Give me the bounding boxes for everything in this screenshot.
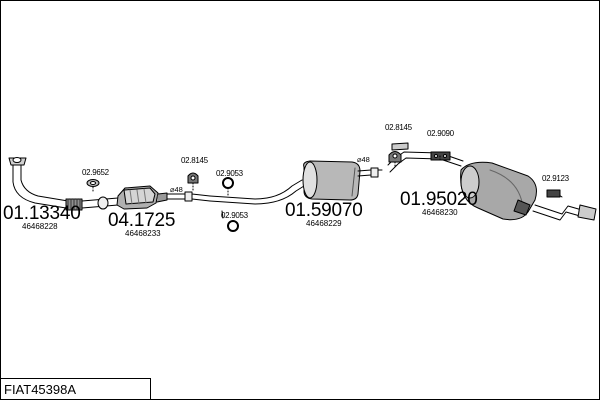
accessory-label: 02.9123 [542, 174, 569, 183]
part-number: 01.13340 [3, 203, 81, 224]
hanger-b-shape [388, 151, 402, 163]
clamp-a-shape [222, 177, 234, 189]
part-reference: 46468228 [22, 222, 58, 231]
part-number: 01.59070 [285, 200, 363, 221]
accessory-label: 02.9053 [221, 211, 248, 220]
accessory-label: 02.8145 [181, 156, 208, 165]
hanger-a-shape [187, 172, 199, 184]
diameter-label: ⌀48 [170, 185, 183, 194]
part-number: 01.95020 [400, 189, 478, 210]
clamp-b-shape [227, 220, 239, 232]
middle-silencer-shape [302, 160, 361, 201]
kit-id: FIAT45398A [4, 382, 77, 397]
part-reference: 46468233 [125, 229, 161, 238]
accessory-label: 02.9053 [216, 169, 243, 178]
part-number: 04.1725 [108, 210, 176, 231]
kit-id-box: FIAT45398A [0, 378, 151, 399]
part-reference: 46468229 [306, 219, 342, 228]
front-pipe-shape [8, 157, 69, 209]
accessory-label: 02.8145 [385, 123, 412, 132]
diameter-label: ⌀48 [357, 155, 370, 164]
flex-joint-shape [65, 198, 83, 211]
rear-silencer-shape [460, 161, 537, 221]
part-reference: 46468230 [422, 208, 458, 217]
catalytic-converter-shape [116, 185, 168, 210]
accessory-label: 02.9090 [427, 129, 454, 138]
accessory-label: 02.9652 [82, 168, 109, 177]
rubber-mount-b-shape [546, 189, 561, 198]
